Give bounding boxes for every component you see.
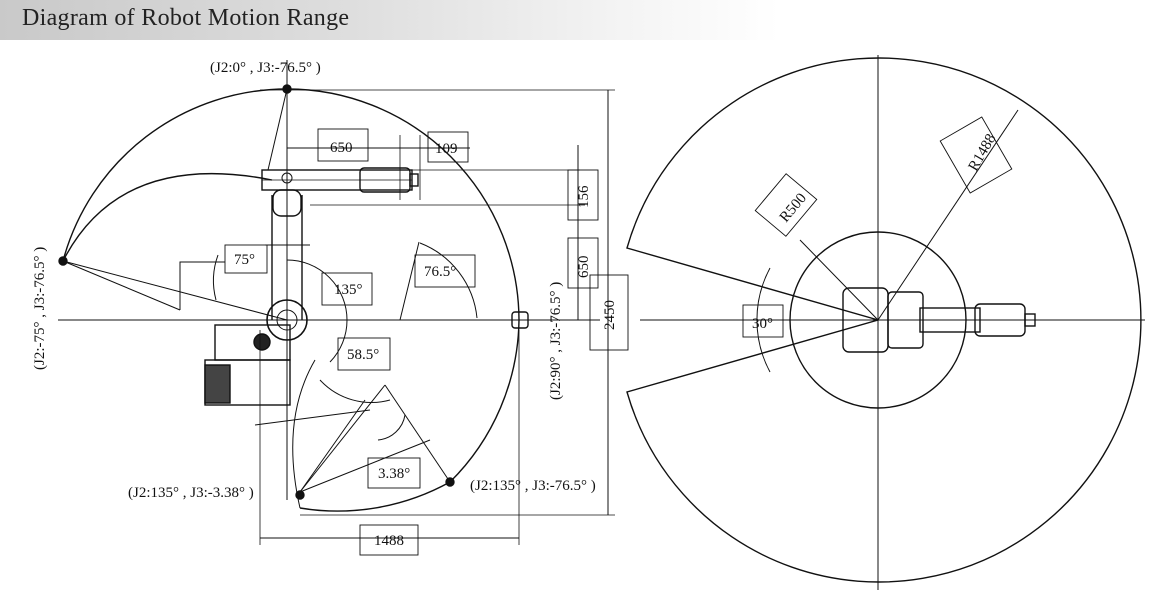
right-pose-wrist bbox=[511, 311, 529, 329]
angle-arc-58 bbox=[319, 379, 391, 403]
pose-label-top: (J2:0° , J3:-76.5° ) bbox=[210, 60, 321, 76]
angle-3-box bbox=[367, 457, 421, 489]
inner-bottom-arc bbox=[292, 359, 316, 509]
angle-76-guide bbox=[399, 241, 420, 321]
motor-cap bbox=[253, 333, 271, 351]
dim-156-label: 156 bbox=[576, 185, 592, 208]
angle-30-box bbox=[742, 304, 784, 338]
dim-109-box bbox=[427, 131, 469, 163]
top-view bbox=[626, 55, 1145, 590]
dim-650-box bbox=[317, 128, 369, 162]
upper-arm-top bbox=[272, 189, 302, 217]
angle-58-label: 58.5° bbox=[347, 347, 379, 363]
angle-arc-76 bbox=[419, 242, 478, 319]
dim-109-label: 109 bbox=[435, 141, 458, 157]
radius-r500-line bbox=[799, 239, 879, 321]
dim-1488-box bbox=[359, 524, 419, 556]
radius-r500-box bbox=[754, 173, 818, 237]
radius-r1488-box bbox=[939, 116, 1013, 194]
page-title: Diagram of Robot Motion Range bbox=[22, 5, 350, 31]
angle-arc-135 bbox=[286, 259, 348, 321]
reach-line-left-2 bbox=[62, 260, 181, 311]
bottom-guide-line bbox=[254, 409, 371, 426]
angle-3-label: 3.38° bbox=[378, 466, 410, 482]
motor-housing bbox=[214, 324, 291, 361]
angle-75-box bbox=[224, 244, 268, 274]
angle-75-label: 75° bbox=[234, 252, 255, 268]
dim-650-label: 650 bbox=[330, 140, 353, 156]
dim-2450-box bbox=[589, 274, 629, 351]
inner-left-arc bbox=[62, 172, 273, 262]
reach-line-top bbox=[267, 88, 288, 171]
radius-r1488-label: R1488 bbox=[966, 131, 1000, 174]
pose-label-left: (J2:-75° , J3:-76.5° ) bbox=[32, 247, 48, 370]
inner-range-circle bbox=[789, 231, 967, 409]
shoulder-joint bbox=[266, 299, 308, 341]
side-view-labels: (J2:0° , J3:-76.5° ) (J2:135° , J3:-3.38… bbox=[32, 60, 618, 549]
pose-marker-bottom-left bbox=[295, 490, 305, 500]
pose-label-bottom-left: (J2:135° , J3:-3.38° ) bbox=[128, 485, 254, 501]
title-bar: Diagram of Robot Motion Range bbox=[0, 0, 780, 40]
top-shoulder bbox=[887, 291, 924, 349]
dim-650v-box bbox=[567, 237, 599, 289]
angle-arc-3 bbox=[377, 414, 406, 441]
top-flange bbox=[1024, 313, 1036, 327]
elbow-joint bbox=[281, 172, 293, 184]
pose-label-bottom-right: (J2:135° , J3:-76.5° ) bbox=[470, 478, 596, 494]
outer-range-sector bbox=[626, 57, 1142, 583]
angle-76-box bbox=[414, 254, 476, 288]
left-link-guide bbox=[179, 261, 225, 310]
angle-arc-30 bbox=[756, 267, 771, 373]
angle-arc-135-b bbox=[329, 319, 348, 363]
side-view bbox=[58, 60, 629, 556]
flange bbox=[409, 173, 419, 187]
angle-135-label: 135° bbox=[334, 282, 363, 298]
pose-marker-bottom-right bbox=[445, 477, 455, 487]
dim-1488-label: 1488 bbox=[374, 533, 404, 549]
angle-arc-75 bbox=[212, 254, 219, 301]
reach-line-bottom-right bbox=[384, 384, 451, 483]
reach-line-bottom-left-2 bbox=[299, 399, 366, 493]
dim-156-box bbox=[567, 169, 599, 221]
reach-line-left bbox=[62, 260, 288, 321]
pose-label-right: (J2:90° , J3:-76.5° ) bbox=[548, 282, 564, 400]
radius-r500-label: R500 bbox=[777, 190, 810, 225]
base-side-plate bbox=[204, 364, 231, 404]
reach-line-bottom-left-3 bbox=[299, 439, 431, 493]
angle-135-box bbox=[321, 272, 373, 306]
dim-650v-label: 650 bbox=[576, 256, 592, 279]
angle-76-label: 76.5° bbox=[424, 264, 456, 280]
angle-58-box bbox=[337, 337, 391, 371]
reach-line-bottom-left bbox=[299, 384, 386, 493]
dim-2450-label: 2450 bbox=[602, 300, 618, 330]
angle-30-label: 30° bbox=[752, 316, 773, 332]
radius-r1488-line bbox=[877, 109, 1019, 321]
pose-marker-top bbox=[282, 84, 292, 94]
shoulder-joint-inner bbox=[276, 309, 298, 331]
pose-marker-left bbox=[58, 256, 68, 266]
upper-arm-body bbox=[271, 195, 303, 320]
top-forearm bbox=[919, 307, 981, 333]
